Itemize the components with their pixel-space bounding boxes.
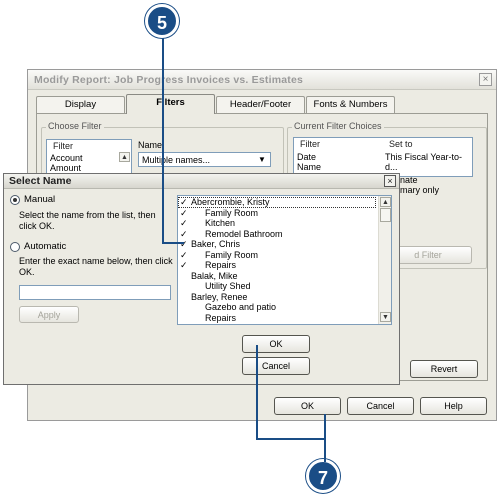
ok-button[interactable]: OK — [274, 397, 341, 415]
checkmark-icon: ✓ — [180, 228, 188, 239]
current-filter-row-value: This Fiscal Year-to-d... — [385, 152, 463, 172]
name-label: Abercrombie, Kristy — [191, 197, 270, 207]
current-filter-col-filter: Filter — [300, 139, 320, 149]
automatic-radio[interactable] — [10, 242, 20, 252]
current-filter-row[interactable]: Date — [297, 152, 317, 162]
manual-label: Manual — [24, 194, 56, 205]
callout-7-badge: 7 — [306, 459, 340, 493]
filter-column-header: Filter — [53, 141, 73, 151]
checkmark-icon: ✓ — [180, 197, 188, 207]
manual-help-text: Select the name from the list, then clic… — [19, 210, 156, 231]
name-filter-value: Multiple names... — [142, 155, 211, 165]
automatic-help-text: Enter the exact name below, then click O… — [19, 256, 173, 277]
callout-7-leader — [256, 438, 326, 440]
name-list-scrollbar[interactable]: ▲ ▼ — [378, 196, 391, 324]
name-label: Kitchen — [205, 218, 236, 228]
checkmark-icon: ✓ — [180, 249, 188, 260]
tab-label: Fonts & Numbers — [313, 99, 388, 110]
focus-outline — [178, 197, 376, 208]
checkmark-icon: ✓ — [180, 239, 188, 249]
scroll-up-icon[interactable]: ▲ — [380, 197, 391, 207]
tab-header-footer[interactable]: Header/Footer — [216, 96, 305, 113]
current-filter-col-setto: Set to — [389, 139, 413, 149]
current-filter-row[interactable]: Name — [297, 162, 322, 172]
tab-display[interactable]: Display — [36, 96, 125, 113]
select-name-titlebar: Select Name × — [4, 174, 399, 189]
name-filter-label: Name — [138, 140, 163, 150]
modify-report-titlebar: Modify Report: Job Progress Invoices vs.… — [28, 70, 496, 90]
current-filter-partial: nate — [400, 175, 418, 185]
checkmark-icon: ✓ — [180, 218, 188, 228]
filter-list[interactable]: Filter Account Amount ▲ — [46, 139, 132, 175]
cancel-button[interactable]: Cancel — [242, 357, 310, 375]
current-filter-label: Current Filter Choices — [292, 121, 384, 131]
select-name-dialog: Select Name × Manual Select the name fro… — [3, 173, 400, 385]
filter-item[interactable]: Account — [50, 153, 83, 163]
filter-item[interactable]: Amount — [50, 163, 82, 173]
callout-5-leader — [162, 35, 164, 244]
ok-button[interactable]: OK — [242, 335, 310, 353]
exact-name-input[interactable] — [19, 285, 171, 300]
modify-report-title: Modify Report: Job Progress Invoices vs.… — [34, 74, 304, 86]
automatic-label: Automatic — [24, 241, 67, 252]
checkmark-icon: ✓ — [180, 260, 188, 270]
chevron-down-icon[interactable]: ▼ — [258, 155, 266, 164]
callout-7-leader — [324, 414, 326, 440]
name-list[interactable]: ✓ Abercrombie, Kristy ✓ Family Room ✓ Ki… — [177, 195, 392, 325]
name-label: Gazebo and patio — [205, 302, 277, 312]
scroll-thumb[interactable] — [380, 208, 391, 222]
callout-5-badge: 5 — [145, 4, 179, 38]
scroll-up-icon[interactable]: ▲ — [119, 152, 130, 162]
apply-button[interactable]: Apply — [19, 306, 79, 323]
callout-7-leader — [256, 345, 258, 439]
tab-label: Display — [64, 99, 97, 110]
checkmark-icon: ✓ — [180, 207, 188, 218]
name-label: Balak, Mike — [191, 270, 238, 281]
current-filter-partial: mary only — [400, 185, 440, 195]
current-filter-list[interactable]: Filter Set to Date This Fiscal Year-to-d… — [293, 137, 473, 177]
manual-radio[interactable] — [10, 195, 20, 205]
name-label: Family Room — [205, 207, 259, 218]
callout-5-leader — [162, 242, 184, 244]
name-label: Family Room — [205, 249, 259, 260]
help-button[interactable]: Help — [420, 397, 487, 415]
name-label: Barley, Renee — [191, 291, 248, 302]
tab-label: Filters — [156, 97, 185, 108]
revert-button[interactable]: Revert — [410, 360, 478, 378]
name-filter-select[interactable]: Multiple names... ▼ — [138, 152, 271, 167]
name-label: Remodel Bathroom — [205, 228, 283, 239]
callout-7-leader — [324, 438, 326, 462]
close-icon[interactable]: × — [384, 175, 396, 187]
close-icon[interactable]: × — [479, 73, 492, 86]
tab-label: Header/Footer — [229, 99, 292, 110]
cancel-button[interactable]: Cancel — [347, 397, 414, 415]
name-label: Baker, Chris — [191, 239, 241, 249]
select-name-title: Select Name — [9, 175, 72, 187]
remove-filter-button[interactable]: d Filter — [384, 246, 472, 264]
choose-filter-label: Choose Filter — [46, 121, 104, 131]
tab-fonts-numbers[interactable]: Fonts & Numbers — [306, 96, 395, 113]
name-label: Utility Shed — [205, 281, 251, 291]
name-label: Repairs — [205, 260, 237, 270]
name-label: Repairs — [205, 312, 237, 323]
scroll-down-icon[interactable]: ▼ — [380, 312, 391, 322]
name-list-items: ✓ Abercrombie, Kristy ✓ Family Room ✓ Ki… — [178, 196, 378, 324]
tab-filters[interactable]: Filters — [126, 94, 215, 114]
